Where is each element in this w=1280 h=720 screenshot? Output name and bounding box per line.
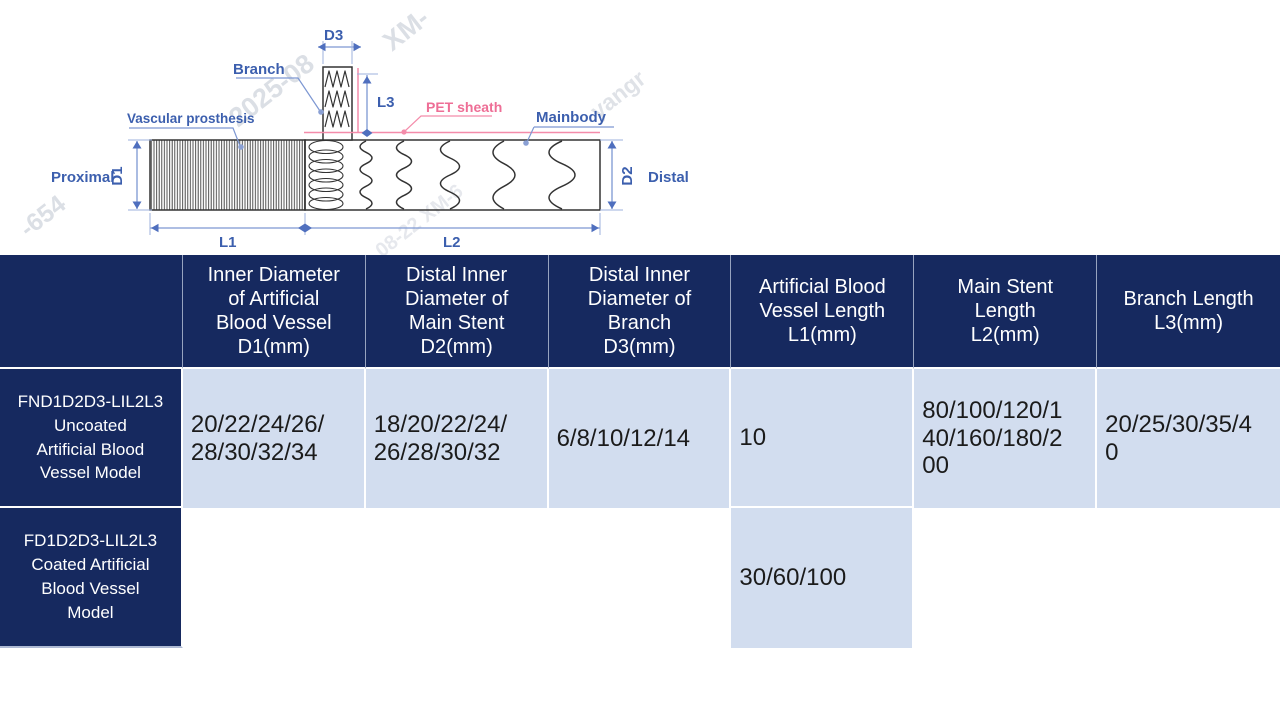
distal-label: Distal [648,169,689,186]
header-empty [0,255,183,369]
l3-label: L3 [377,94,395,111]
label-leaders [129,77,614,147]
l1-label: L1 [219,234,237,251]
value-l2: 80/100/120/140/160/180/200 [914,369,1098,508]
header-l2: Main Stent Length L2(mm) [914,255,1098,369]
pet-sheath-label: PET sheath [426,99,502,115]
header-l3: Branch Length L3(mm) [1097,255,1280,369]
value-d2: 18/20/22/24/26/28/30/32 [365,369,549,508]
header-d2: Distal Inner Diameter of Main Stent D2(m… [365,255,549,369]
pet-sheath-lines [304,68,600,134]
value-d1: 20/22/24/26/28/30/32/34 [182,369,366,508]
row-label-uncoated-model: FND1D2D3-LIL2L3 Uncoated Artificial Bloo… [0,369,183,508]
svg-text:XM-: XM- [377,3,434,57]
dimension-arrows [132,42,617,233]
stent-diagram: 2025-08 XM- yangr -654 08-22 XM-6 [14,3,689,255]
stent-wave-wires [359,140,576,210]
vascular-prosthesis-section [149,139,306,211]
pet-sheath-leader-dot [401,129,407,135]
stent-coil-rings [308,139,344,211]
header-d3: Distal Inner Diameter of Branch D3(mm) [548,255,732,369]
value-l3: 20/25/30/35/40 [1097,369,1280,508]
vascular-prosthesis-label: Vascular prosthesis [127,111,255,126]
branch-section [322,66,353,141]
spec-table: Inner Diameter of Artificial Blood Vesse… [0,255,1280,648]
branch-label: Branch [233,61,285,78]
mainbody-section [304,139,601,211]
header-l1: Artificial Blood Vessel Length L1(mm) [731,255,915,369]
value-l1-uncoated: 10 [731,369,915,508]
value-d3: 6/8/10/12/14 [548,369,732,508]
d3-label: D3 [324,27,343,44]
svg-text:-654: -654 [14,190,71,243]
header-d1: Inner Diameter of Artificial Blood Vesse… [182,255,366,369]
diagram-labels: D3 Branch L3 Mainbody Vascular prosthesi… [51,27,689,251]
row-label-coated-model: FD1D2D3-LIL2L3 Coated Artificial Blood V… [0,508,183,648]
value-l1-coated: 30/60/100 [731,508,915,648]
leader-dots [238,109,529,150]
d1-label: D1 [109,166,126,185]
proximal-label: Proximal [51,169,114,186]
l2-label: L2 [443,234,461,251]
d2-label: D2 [619,166,636,185]
mainbody-label: Mainbody [536,109,607,126]
